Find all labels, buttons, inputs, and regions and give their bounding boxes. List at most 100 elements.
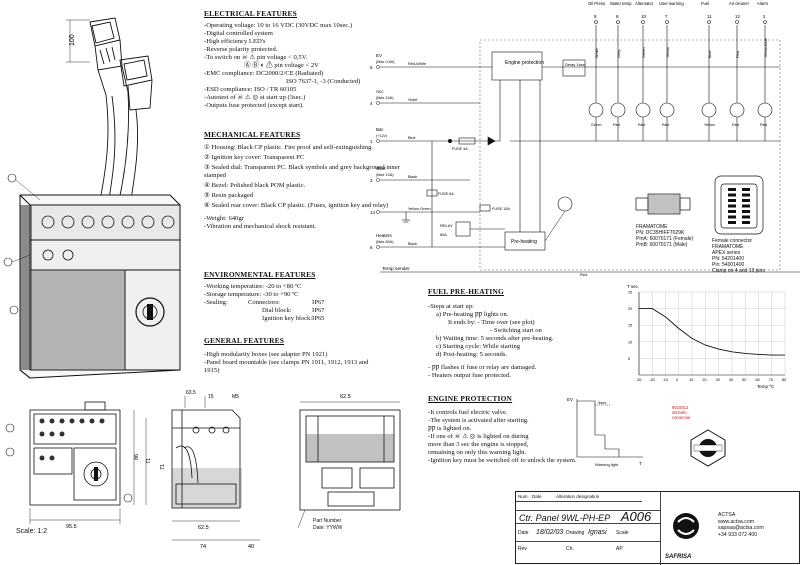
certification-logo-icon: [690, 429, 726, 467]
stamp-line: simbolo: [672, 410, 687, 415]
connector-pin: [728, 188, 736, 191]
connector-pin: [728, 193, 736, 197]
schematic-row-wire: Blue: [408, 136, 416, 140]
tb-drawing-label: Drawing: [566, 530, 585, 536]
tb-rev: Rev: [518, 546, 527, 552]
schematic-wire-color: Pink: [736, 51, 740, 58]
tb-ch: Ch.: [566, 546, 574, 552]
plot-x-tick: 0: [676, 378, 678, 382]
dim-63-5: 63.5: [186, 390, 196, 396]
stamp-text: 9010012 simbolo comercial: [672, 405, 690, 420]
wire-red: Red: [580, 272, 587, 277]
plot-y-tick: 15: [628, 324, 632, 328]
connector-pin: [742, 204, 750, 208]
mech-item: Resin packaged: [211, 192, 254, 199]
schematic-row-pin: 1: [370, 139, 373, 144]
connector-pin: [728, 215, 736, 219]
connector-pin: [728, 210, 736, 213]
tb-ap: AP: [616, 546, 623, 552]
stamp-line: comercial: [672, 415, 690, 420]
revision-header: Num. Date Alteration designation: [516, 492, 642, 502]
callout-3-icon: ③: [204, 164, 210, 171]
schematic-row-wire: Red-White: [408, 62, 426, 66]
elec-line: -Reverse polarity protected.: [204, 46, 278, 53]
fuel-line: -Steps at start up:: [428, 303, 474, 310]
mech-item: Housing: Black CP plastic. Fire proof an…: [211, 144, 374, 151]
schematic-row-wire: Black: [408, 242, 417, 246]
tb-num: Num.: [518, 494, 529, 499]
safrisa-logo-icon: [673, 513, 699, 539]
plot-x-tick: -10: [663, 378, 669, 382]
engine-line: -Ignition key must be switched off to un…: [428, 457, 577, 464]
engine-line: -It controls fuel electric valve.: [428, 409, 508, 416]
dim-74: 74: [200, 544, 206, 550]
tb-email: sapsaa@actsa.com: [718, 525, 764, 531]
tb-company: ACTSA www.actsa.com sapsaa@actsa.com +34…: [718, 512, 764, 538]
connector-pin: [742, 193, 750, 197]
plot-x-tick: -20: [649, 378, 655, 382]
schematic-pin-number: 9: [594, 14, 597, 19]
fuse-15a: FUSE 15A: [492, 207, 510, 211]
orthographic-views: 95.5 86 71 63.5 62.5 15 M5 71 74 40 62.5: [5, 390, 401, 550]
mech-item: Sealed dial: Transparent PC. Black symbo…: [204, 164, 400, 179]
warning-lamps-icon: ☠ ⚠ ◎: [454, 433, 476, 440]
preheat-curve: [639, 308, 785, 356]
preheat-box: Pre-heating: [511, 239, 537, 245]
schematic-row-pin: 4: [370, 101, 373, 106]
environmental-features: ENVIRONMENTAL FEATURES -Working temperat…: [204, 270, 414, 323]
connector-pin: [742, 210, 750, 213]
mechanical-heading: MECHANICAL FEATURES: [204, 130, 301, 139]
schematic-row-pin: 14: [370, 210, 376, 215]
tb-web: www.actsa.com: [718, 518, 755, 525]
fuel-line: It ends by: - Time over (see plot): [448, 319, 535, 326]
connector-left: FRAMATOME PN: DC35HIFFT029K PmA: 6007017…: [636, 224, 716, 248]
fuel-line: lights on.: [483, 311, 509, 318]
callout-6-icon: ⑥: [204, 202, 210, 209]
fuel-line: b) Waiting time: 5 seconds after pre-hea…: [436, 335, 554, 342]
schematic-row-wire: Yellow-Green: [408, 207, 431, 211]
tb-date-row: Date 18/02/03 Drawing Ignasi Scale: [516, 525, 660, 542]
connector-right-line: Pin: 54001400: [712, 262, 745, 268]
connector-pin: [742, 215, 750, 219]
connector-right-line: FRAMATOME: [712, 244, 744, 250]
mech-vibration: -Vibration and mechanical shock resistan…: [204, 223, 317, 230]
fuel-heading: FUEL PRE-HEATING: [428, 287, 504, 296]
schematic-lamp-label: Red: [760, 123, 767, 127]
general-heading: GENERAL FEATURES: [204, 336, 285, 345]
elec-line: -ESD compliance: ISO / TR 60105: [204, 86, 297, 93]
schematic-pin-number: 7: [665, 14, 668, 19]
date-yyww-label: Date: YYWW: [313, 525, 343, 531]
env-sealing-name: Ignition key block:: [262, 315, 313, 322]
dim-71: 71: [146, 458, 152, 464]
connector-pin: [728, 221, 736, 224]
connector-right: Female connector FRAMATOME APEX series P…: [712, 238, 798, 274]
schematic-pin-number: 10: [641, 14, 647, 19]
general-features: GENERAL FEATURES -High modularity boxes …: [204, 336, 379, 375]
fuse-6a: FUSE 6A: [438, 192, 454, 196]
schematic-row-pin: 6: [370, 245, 373, 250]
electrical-features: ELECTRICAL FEATURES -Operating voltage: …: [204, 9, 422, 110]
schematic-row-wire: Black: [408, 175, 417, 179]
schematic-lamp-label: Red: [638, 123, 645, 127]
elec-line: -High efficiency LED's: [204, 38, 266, 45]
dim-100: 100: [69, 34, 76, 46]
tb-divider: [660, 492, 661, 565]
plot-x-tick: 70: [769, 378, 773, 382]
dim-95-5: 95.5: [66, 524, 77, 530]
schematic-wire-color: Blue: [708, 50, 712, 58]
schematic-top-label: Alternator: [635, 1, 654, 6]
warning-symbols-icon: ☠ ⚠: [241, 54, 256, 61]
relay-amp: 80A: [440, 233, 447, 237]
env-sealing-value: IP67: [312, 307, 325, 314]
stamp-line: 9010012: [672, 405, 689, 410]
schematic-top-label: User warning: [659, 1, 684, 6]
connector-pin: [742, 188, 750, 191]
timing-3sec: 3sec: [598, 400, 606, 405]
engine-protection: ENGINE PROTECTION -It controls fuel elec…: [428, 394, 603, 465]
callout-4-icon: ④: [204, 182, 210, 189]
fuel-line: - Switching start on: [490, 327, 542, 334]
plot-y-tick: 25: [628, 291, 632, 295]
elec-line: -EMC compliance: DC2000/2/CE (Radiated): [204, 70, 324, 77]
